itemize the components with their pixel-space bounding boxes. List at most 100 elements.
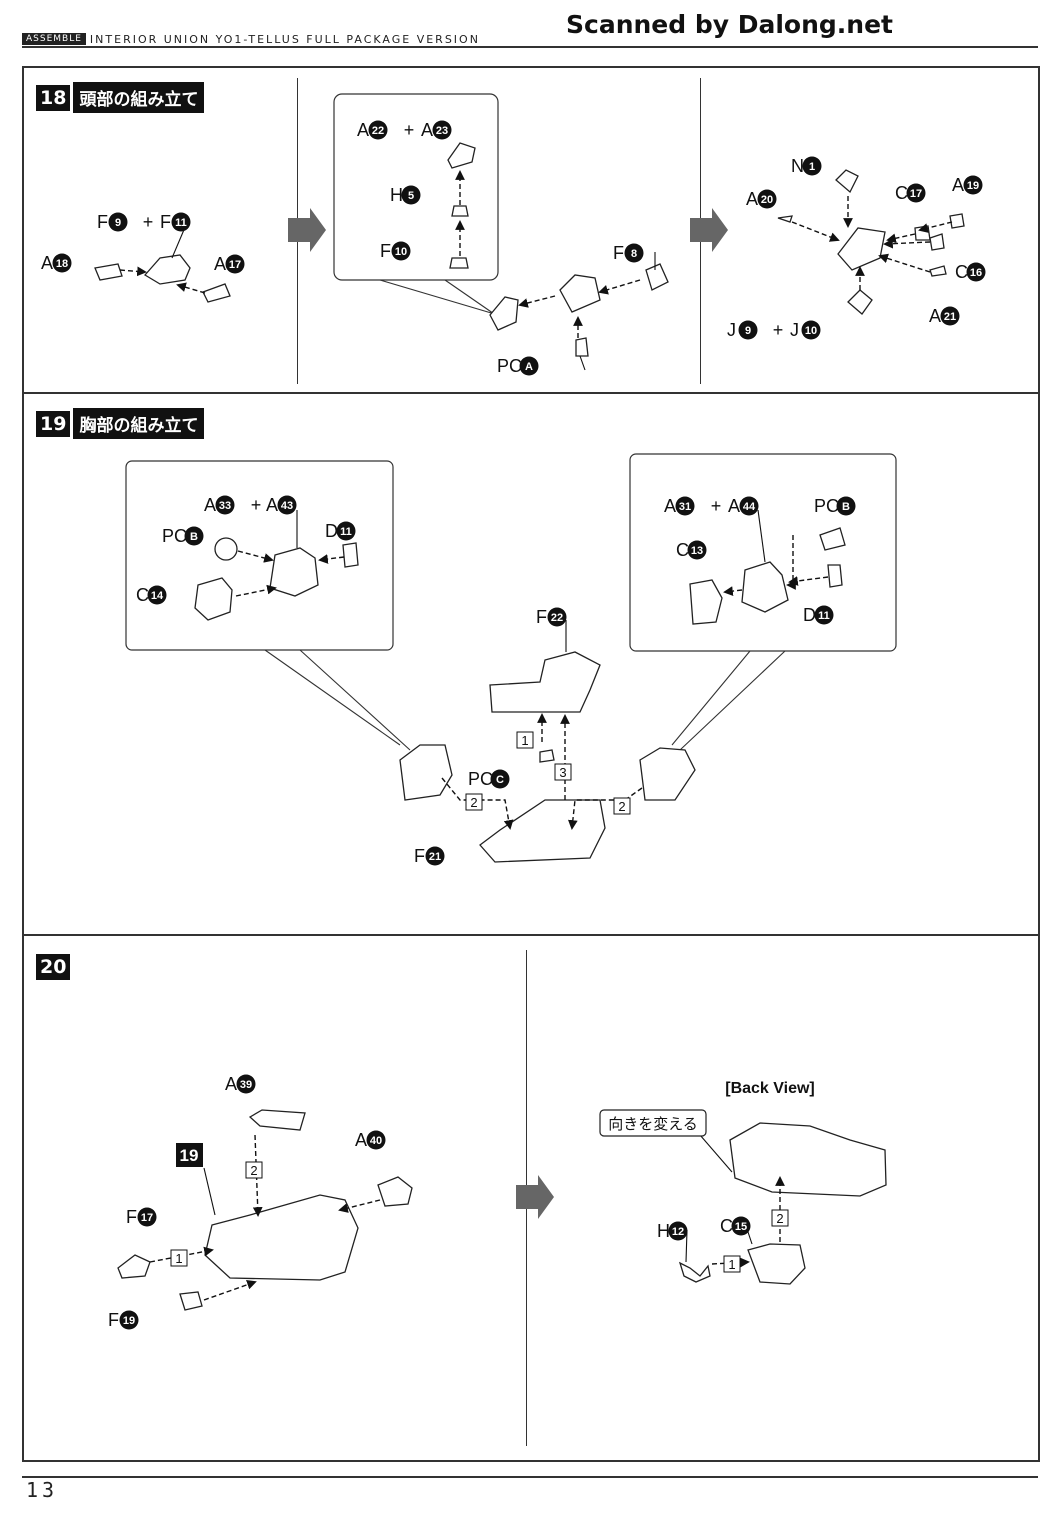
part-number-badge — [401, 185, 421, 205]
callout-box — [333, 93, 499, 281]
part-runner-letter: A — [214, 254, 226, 274]
callout-box — [125, 460, 394, 651]
order-step-number: 2 — [776, 1211, 783, 1226]
part-number-badge — [137, 1207, 157, 1227]
order-step-number: 2 — [618, 799, 625, 814]
part-runner-letter: D — [325, 521, 338, 541]
part-number: 19 — [123, 1315, 135, 1327]
step-title: 胸部の組み立て — [73, 408, 205, 439]
assemble-tag: ASSEMBLE — [22, 33, 86, 45]
part-runner-letter: F — [97, 212, 108, 232]
part-number: 23 — [436, 125, 448, 137]
part-number: 18 — [56, 258, 68, 270]
turn-label-box — [599, 1109, 707, 1137]
part-number: 16 — [970, 267, 982, 279]
part-number: 43 — [281, 500, 293, 512]
part-number-badge — [906, 183, 926, 203]
part-number: A — [525, 361, 533, 373]
part-number-badge — [336, 521, 356, 541]
part-sketch — [94, 142, 965, 1311]
part-runner-letter: F — [613, 243, 624, 263]
step-number: 20 — [36, 954, 71, 980]
part-runner-letter: PC — [497, 356, 522, 376]
order-step-box — [554, 763, 572, 781]
part-runner-letter: A — [421, 120, 433, 140]
header-rule — [22, 46, 1038, 48]
part-runner-letter: A — [664, 496, 676, 516]
part-runner-letter: J — [727, 320, 736, 340]
turn-label: 向きを変える — [608, 1116, 698, 1133]
plus-sign: + — [773, 320, 784, 340]
order-step-box — [170, 1249, 188, 1267]
part-number-badge — [277, 495, 297, 515]
part-number-badge — [966, 262, 986, 282]
part-runner-letter: F — [414, 846, 425, 866]
part-runner-letter: PC — [814, 496, 839, 516]
part-number-badge — [739, 496, 759, 516]
part-runner-letter: PC — [162, 526, 187, 546]
part-number: 39 — [240, 1079, 252, 1091]
part-number-badge — [236, 1074, 256, 1094]
part-number-badge — [675, 496, 695, 516]
part-number: 1 — [809, 161, 815, 173]
part-number: 14 — [151, 590, 164, 602]
part-number: 31 — [679, 501, 691, 513]
part-number-badge — [738, 320, 758, 340]
part-runner-letter: A — [225, 1074, 237, 1094]
plus-sign: + — [711, 496, 722, 516]
part-number-badge — [519, 356, 539, 376]
part-number-badge — [836, 496, 856, 516]
part-number: 19 — [967, 180, 979, 192]
part-runner-letter: H — [657, 1221, 670, 1241]
part-number-badge — [801, 320, 821, 340]
part-number-badge — [147, 585, 167, 605]
part-number: 9 — [115, 217, 121, 229]
order-step-box — [771, 1209, 789, 1227]
part-number-badge — [547, 607, 567, 627]
step-number: 19 — [36, 410, 71, 437]
part-number: 11 — [340, 526, 352, 538]
part-number: 21 — [429, 851, 441, 863]
order-step-number: 2 — [250, 1163, 257, 1178]
part-number: 17 — [141, 1212, 153, 1224]
part-number: B — [190, 531, 198, 543]
part-number: 12 — [672, 1226, 684, 1238]
order-step-box — [723, 1255, 741, 1273]
part-number: C — [496, 774, 504, 786]
part-runner-letter: A — [204, 495, 216, 515]
part-runner-letter: C — [955, 262, 968, 282]
part-number-badge — [731, 1216, 751, 1236]
part-runner-letter: A — [41, 253, 53, 273]
part-number-badge — [366, 1130, 386, 1150]
part-number-badge — [814, 605, 834, 625]
part-number: 22 — [551, 612, 563, 624]
order-step-number: 1 — [175, 1251, 182, 1266]
part-number: 40 — [370, 1135, 382, 1147]
part-runner-letter: H — [390, 185, 403, 205]
part-number: 20 — [761, 194, 773, 206]
order-step-box — [465, 793, 483, 811]
part-number: 9 — [745, 325, 751, 337]
part-number: 22 — [372, 125, 384, 137]
step-19-heading: 19 胸部の組み立て — [36, 408, 205, 439]
callout-box — [629, 453, 897, 652]
part-number-badge — [368, 120, 388, 140]
part-number-badge — [119, 1310, 139, 1330]
part-runner-letter: A — [728, 496, 740, 516]
part-number: 17 — [229, 259, 241, 271]
part-runner-letter: F — [536, 607, 547, 627]
part-number: 17 — [910, 188, 922, 200]
plus-sign: + — [404, 120, 415, 140]
step-title: 頭部の組み立て — [73, 82, 205, 113]
page-header: ASSEMBLE INTERIOR UNION YO1-TELLUS FULL … — [22, 32, 480, 46]
part-runner-letter: J — [790, 320, 799, 340]
part-runner-letter: C — [895, 183, 908, 203]
part-number-badge — [52, 253, 72, 273]
part-runner-letter: C — [136, 585, 149, 605]
part-runner-letter: F — [160, 212, 171, 232]
part-runner-letter: C — [676, 540, 689, 560]
part-number-badge — [171, 212, 191, 232]
scanner-watermark: Scanned by Dalong.net — [566, 10, 894, 39]
part-runner-letter: A — [266, 495, 278, 515]
part-runner-letter: F — [126, 1207, 137, 1227]
